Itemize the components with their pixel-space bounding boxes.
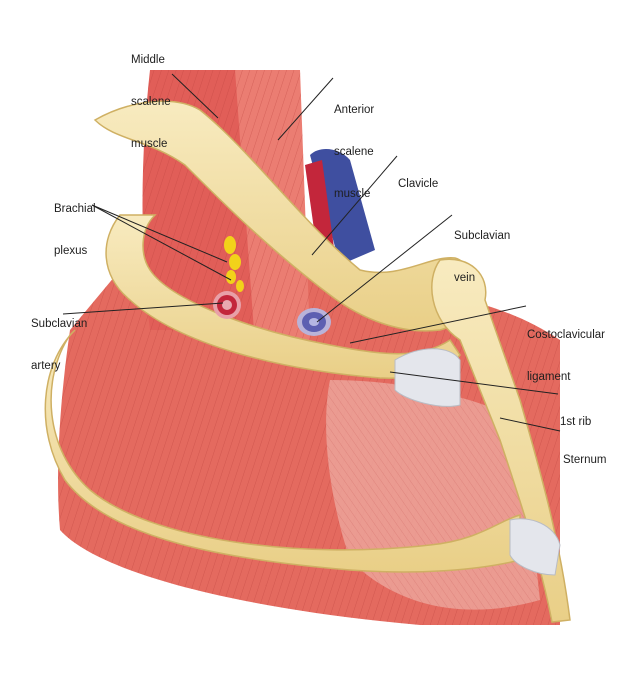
label-line: Subclavian	[31, 318, 88, 330]
label-line: artery	[31, 360, 61, 372]
leader-middle-scalene	[171, 73, 219, 119]
label-costoclavicular-ligament: Costoclavicular ligament	[527, 300, 605, 412]
label-line: plexus	[54, 245, 88, 257]
leader-brachial-plexus-a	[91, 204, 228, 263]
second-rib-cartilage	[509, 518, 561, 576]
leader-clavicle	[311, 155, 398, 256]
brachial-plexus-nerves	[224, 236, 244, 292]
first-rib-cartilage	[394, 348, 461, 407]
label-brachial-plexus: Brachial plexus	[54, 174, 96, 286]
label-subclavian-vein: Subclavian vein	[454, 201, 510, 313]
leader-subclavian-vein	[316, 214, 453, 323]
label-line: Middle	[131, 54, 165, 66]
label-line: vein	[454, 272, 476, 284]
subclavian-vein-section	[297, 308, 331, 336]
label-line: Clavicle	[398, 178, 439, 190]
leader-costoclavicular	[349, 305, 527, 344]
label-line: muscle	[131, 138, 168, 150]
subclavian-artery-section	[213, 291, 241, 319]
label-line: ligament	[527, 371, 571, 383]
label-line: Brachial	[54, 203, 96, 215]
leader-subclavian-artery	[62, 302, 224, 315]
label-subclavian-artery: Subclavian artery	[31, 289, 87, 401]
label-first-rib: 1st rib	[560, 387, 591, 457]
label-line: Subclavian	[454, 230, 511, 242]
label-anterior-scalene-muscle: Anterior scalene muscle	[334, 75, 374, 229]
label-line: scalene	[334, 146, 374, 158]
leader-anterior-scalene	[277, 77, 334, 141]
vein-highlight	[305, 160, 335, 258]
leader-sternum	[499, 417, 561, 432]
leader-lines	[62, 73, 561, 432]
label-line: scalene	[131, 96, 171, 108]
label-middle-scalene-muscle: Middle scalene muscle	[131, 25, 171, 179]
subclavian-vein-vessel	[310, 148, 375, 265]
label-line: muscle	[334, 188, 371, 200]
leader-first-rib	[389, 371, 559, 395]
leader-brachial-plexus-b	[91, 204, 232, 281]
first-rib-bone	[105, 214, 461, 379]
label-line: Costoclavicular	[527, 329, 605, 341]
label-sternum: Sternum	[563, 425, 606, 495]
label-line: Anterior	[334, 104, 375, 116]
label-line: Sternum	[563, 454, 607, 466]
label-line: 1st rib	[560, 416, 592, 428]
label-clavicle: Clavicle	[398, 149, 438, 219]
